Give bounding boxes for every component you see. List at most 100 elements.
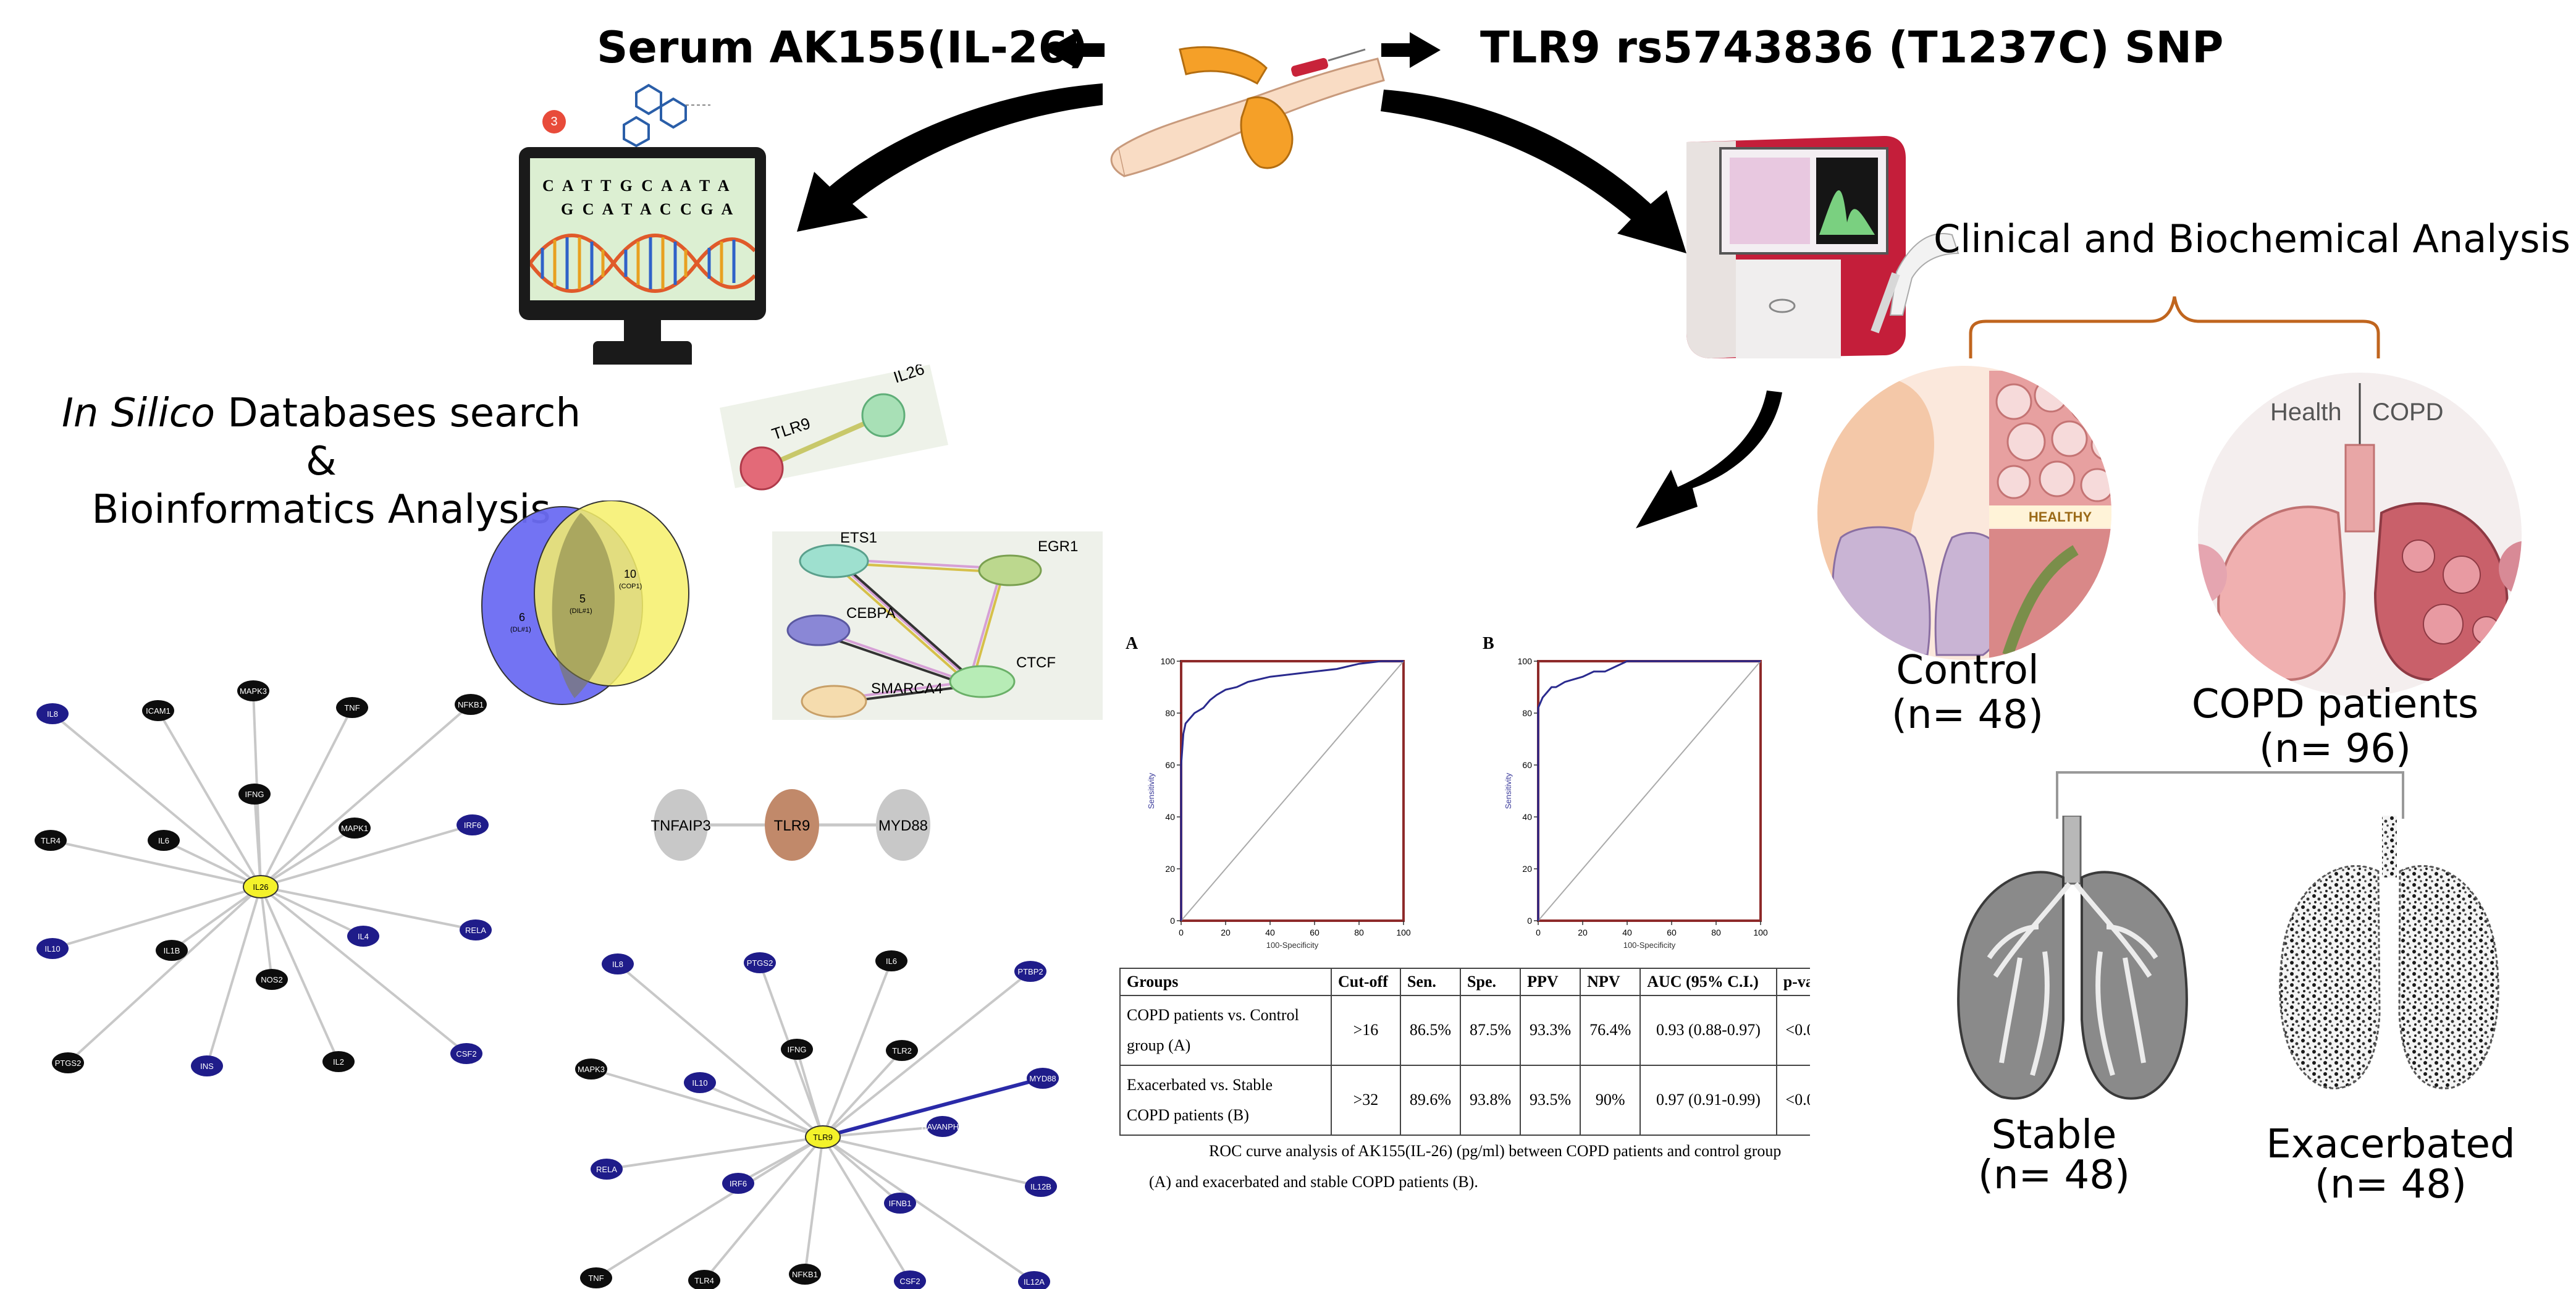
control-label: Control — [1896, 648, 2039, 693]
roc-x-tick: 40 — [1265, 928, 1275, 937]
edge — [796, 1049, 824, 1138]
network-node: MAPK1 — [339, 818, 371, 839]
copd-group-label: COPD patients (n= 96) — [2174, 682, 2496, 772]
edge — [259, 885, 468, 1055]
venn-diagram: 6 (DL#1) 5 (DIL#1) 10 (COP1) — [481, 501, 689, 705]
network-node-label: IL6 — [886, 957, 897, 966]
group-line-2: COPD patients (B) — [1127, 1106, 1249, 1125]
network-node-label: NFKB1 — [792, 1270, 818, 1279]
edge — [822, 1125, 943, 1138]
network-node-label: IL12B — [1030, 1182, 1051, 1191]
edge — [699, 1081, 823, 1138]
network-node-label: PTGS2 — [55, 1059, 82, 1068]
roc-y-tick: 60 — [1165, 760, 1175, 770]
badge-red: 3 — [542, 110, 566, 133]
roc-table: Groups Cut-off Sen. Spe. PPV NPV AUC (95… — [1119, 968, 1810, 1136]
roc-chart-b: 002020404060608080100100100-SpecificityS… — [1504, 656, 1768, 950]
network-node: IFNG — [238, 784, 271, 805]
roc-y-tick: 20 — [1522, 864, 1532, 874]
network-node-label: NFKB1 — [458, 700, 484, 709]
cell-auc: 0.93 (0.88-0.97) — [1639, 995, 1777, 1066]
edge — [822, 1136, 901, 1204]
venn-left-sub: (DL#1) — [510, 626, 531, 633]
edge — [67, 885, 262, 1064]
monitor-stand — [624, 318, 661, 343]
tlr9-chain: TNFAIP3 TLR9 MYD88 — [650, 789, 930, 861]
network-node: IL10 — [684, 1072, 716, 1093]
roc-x-tick: 20 — [1578, 928, 1588, 937]
stable-group-label: Stable (n= 48) — [1955, 1115, 2153, 1196]
roc-caption-1: ROC curve analysis of AK155(IL-26) (pg/m… — [1209, 1142, 1782, 1160]
roc-y-tick: 0 — [1170, 916, 1175, 926]
network-node-label: IRF6 — [464, 821, 481, 830]
network-node: ICAM1 — [142, 700, 174, 721]
network-node-label: IL8 — [612, 960, 623, 969]
col-auc: AUC (95% C.I.) — [1639, 968, 1777, 996]
roc-x-tick: 100 — [1396, 928, 1411, 937]
dna-helix-icon — [530, 234, 755, 293]
cell-sen: 86.5% — [1399, 995, 1462, 1066]
network-node: IL1B — [156, 940, 188, 961]
col-ppv: PPV — [1520, 968, 1581, 996]
network-node: IL6 — [875, 950, 907, 971]
roc-x-tick: 100 — [1753, 928, 1768, 937]
cell-p: <0.0( — [1775, 995, 1810, 1066]
network-node-label: IL12A — [1024, 1277, 1045, 1287]
network-node-label: RELA — [596, 1165, 617, 1174]
col-sen: Sen. — [1399, 968, 1462, 996]
roc-reference-line — [1181, 661, 1404, 921]
cell-ppv: 93.3% — [1520, 995, 1581, 1066]
network-node: IRF6 — [457, 814, 489, 835]
roc-curve — [1180, 660, 1404, 921]
copd-n: (n= 96) — [2259, 725, 2411, 772]
clinical-title: Clinical and Biochemical Analysis — [1934, 216, 2570, 261]
edge — [259, 886, 273, 980]
control-n: (n= 48) — [1892, 691, 2044, 738]
network-node-label: INS — [200, 1062, 214, 1071]
edge — [253, 793, 262, 887]
network-node-label: CSF2 — [456, 1049, 476, 1059]
control-lungs-illustration: HEALTHY — [1817, 366, 2111, 660]
network-node: IL8 — [602, 953, 634, 974]
network-node-label: IL1B — [164, 946, 180, 955]
venn-right-count: 10 — [624, 568, 636, 580]
roc-y-tick: 60 — [1522, 760, 1532, 770]
roc-x-label: 100-Specificity — [1266, 940, 1319, 950]
exacerbated-n: (n= 48) — [2315, 1162, 2467, 1208]
insilico-heading: In Silico Databases search & Bioinformat… — [43, 389, 599, 534]
network-node-label: TLR2 — [892, 1046, 912, 1055]
network-node: TLR2 — [886, 1040, 918, 1061]
network-node-label: HAVANPHS — [921, 1122, 964, 1131]
roc-x-tick: 80 — [1711, 928, 1721, 937]
network-node: IL8 — [36, 703, 69, 724]
node-ctcf — [949, 665, 1016, 698]
network-node-label: IL4 — [358, 932, 369, 941]
analyzer-illustration — [1686, 136, 1959, 358]
label-smarca4: SMARCA4 — [871, 680, 943, 697]
node-myd88 — [876, 789, 930, 861]
roc-y-tick: 100 — [1518, 656, 1533, 666]
cell-npv: 76.4% — [1580, 995, 1641, 1066]
copd-split-connector — [2056, 771, 2404, 819]
venn-mid-sub: (DIL#1) — [570, 607, 592, 615]
network-node: MAPK3 — [575, 1059, 607, 1080]
roc-y-tick: 80 — [1165, 708, 1175, 718]
edge — [259, 886, 340, 1062]
node-egr1 — [978, 554, 1042, 586]
node-tlr9 — [739, 446, 784, 491]
network-node: IRF6 — [722, 1173, 754, 1194]
roc-caption-2: (A) and exacerbated and stable COPD pati… — [1149, 1173, 1478, 1191]
network-node-label: ICAM1 — [146, 706, 170, 716]
network-node-label: TLR4 — [694, 1276, 714, 1285]
roc-x-tick: 60 — [1310, 928, 1320, 937]
edge — [595, 1136, 824, 1279]
label-ctcf: CTCF — [1016, 654, 1056, 671]
string-regulator-network: ETS1 EGR1 CEBPA CTCF SMARCA4 — [772, 531, 1103, 720]
group-line-1: Exacerbated vs. Stable — [1127, 1075, 1273, 1094]
network-node: TLR4 — [35, 830, 67, 851]
edge — [260, 824, 473, 888]
roc-y-tick: 0 — [1527, 916, 1532, 926]
